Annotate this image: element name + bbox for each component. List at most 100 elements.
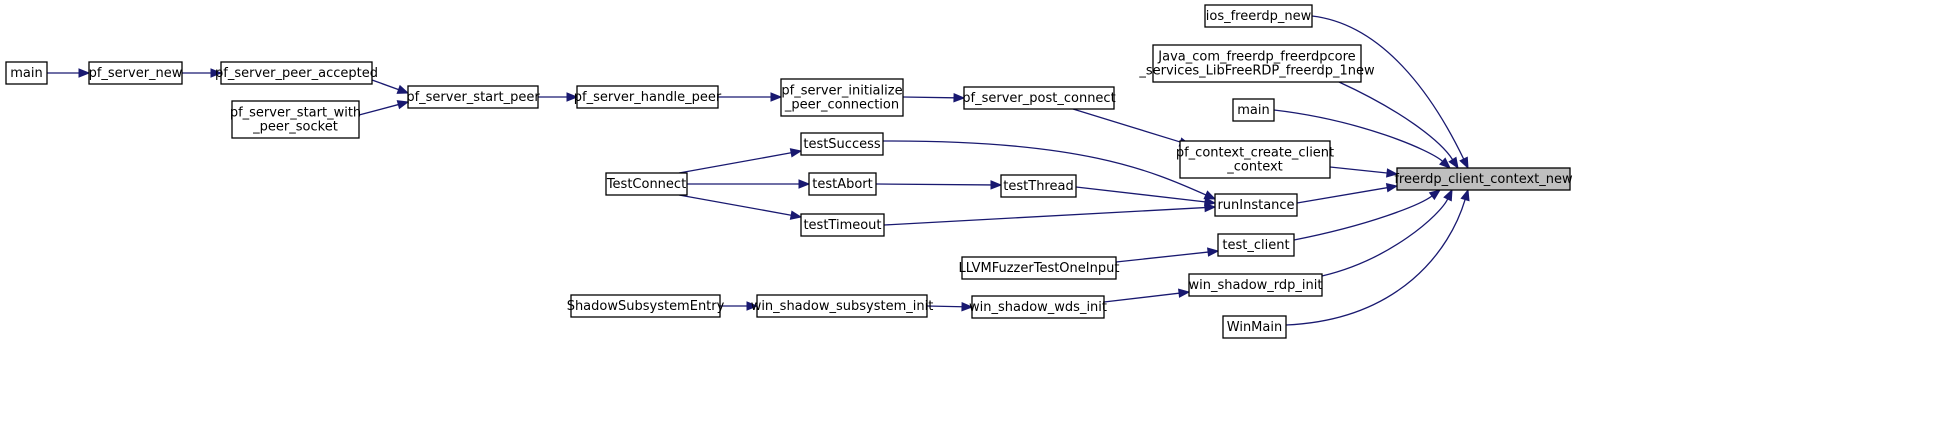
node-box <box>576 85 719 109</box>
node-testThread[interactable]: testThread <box>1000 174 1077 198</box>
node-box <box>220 61 373 85</box>
edge-line <box>1273 109 1444 162</box>
node-label: LLVMFuzzerTestOneInput <box>959 261 1120 276</box>
node-testAbort[interactable]: testAbort <box>808 172 877 196</box>
node-WinMain[interactable]: WinMain <box>1222 315 1287 339</box>
edge-win_shadow_subsystem_init-to-win_shadow_wds_init <box>926 302 974 312</box>
node-pf_server_handle_peer[interactable]: pf_server_handle_peer <box>574 85 722 109</box>
node-box <box>88 61 183 85</box>
edge-line <box>1285 199 1466 326</box>
node-testSuccess[interactable]: testSuccess <box>800 132 884 156</box>
node-pf_server_new[interactable]: pf_server_new <box>88 61 183 85</box>
node-win_shadow_subsystem_init[interactable]: win_shadow_subsystem_init <box>751 294 934 318</box>
edge-line <box>902 96 955 99</box>
node-box <box>1214 193 1298 217</box>
edge-runInstance-to-freerdp_client_context_new <box>1296 183 1399 204</box>
node-label: testAbort <box>812 177 873 192</box>
edge-pf_server_new-to-pf_server_peer_accepted <box>182 68 223 78</box>
node-win_shadow_wds_init[interactable]: win_shadow_wds_init <box>969 295 1107 319</box>
node-label: pf_context_create_client <box>1176 146 1334 161</box>
node-label: _services_LibFreeRDP_freerdp_1new <box>1138 64 1375 79</box>
node-box <box>1000 174 1077 198</box>
node-freerdp_client_context_new[interactable]: freerdp_client_context_new <box>1394 167 1573 191</box>
node-java_freerdp_new[interactable]: Java_com_freerdp_freerdpcore_services_Li… <box>1138 44 1375 83</box>
arrowhead-icon <box>396 84 410 94</box>
arrowhead-icon <box>1386 168 1399 178</box>
node-ios_freerdp_new[interactable]: ios_freerdp_new <box>1204 4 1313 28</box>
node-label: pf_server_post_connect <box>962 91 1115 106</box>
node-main_client[interactable]: main <box>1232 98 1275 122</box>
edge-line <box>1103 292 1180 303</box>
node-pf_server_start_peer[interactable]: pf_server_start_peer <box>406 85 540 109</box>
arrowhead-icon <box>789 148 803 158</box>
node-label: testSuccess <box>803 137 881 152</box>
edge-pf_server_start_with_peer_socket-to-pf_server_start_peer <box>358 100 410 116</box>
arrowhead-icon <box>798 179 811 189</box>
arrowhead-icon <box>770 92 783 102</box>
arrowhead-icon <box>396 100 410 110</box>
node-box <box>407 85 539 109</box>
edge-testTimeout-to-runInstance <box>883 202 1217 226</box>
node-label: win_shadow_rdp_init <box>1189 278 1323 293</box>
edge-java_freerdp_new-to-freerdp_client_context_new <box>1338 81 1459 170</box>
edge-LLVMFuzzerTestOneInput-to-test_client <box>1115 247 1220 263</box>
edge-line <box>1293 195 1433 241</box>
arrowhead-icon <box>1439 157 1452 169</box>
arrowhead-icon <box>1385 183 1399 193</box>
arrowhead-icon <box>961 302 974 312</box>
node-TestConnect[interactable]: TestConnect <box>605 172 688 196</box>
node-label: runInstance <box>1217 198 1294 213</box>
arrowhead-icon <box>1178 288 1191 298</box>
node-label: win_shadow_subsystem_init <box>751 299 934 314</box>
node-pf_server_peer_accepted[interactable]: pf_server_peer_accepted <box>215 61 378 85</box>
node-box <box>808 172 877 196</box>
edge-pf_server_peer_accepted-to-pf_server_start_peer <box>371 79 410 94</box>
node-box <box>1204 4 1313 28</box>
node-win_shadow_rdp_init[interactable]: win_shadow_rdp_init <box>1188 273 1323 297</box>
node-box <box>1396 167 1571 191</box>
edge-pf_server_handle_peer-to-pf_server_initialize_peer_connection <box>718 92 783 102</box>
node-box <box>971 295 1105 319</box>
edge-main_client-to-freerdp_client_context_new <box>1273 109 1452 169</box>
nodes-layer: main pf_server_new pf_server_peer_accepted… <box>5 4 1573 339</box>
edge-pf_server_initialize_peer_connection-to-pf_server_post_connect <box>902 93 966 103</box>
node-box <box>961 256 1117 280</box>
node-runInstance[interactable]: runInstance <box>1214 193 1298 217</box>
node-box <box>800 213 885 237</box>
node-label: TestConnect <box>606 177 686 192</box>
edge-line <box>358 103 399 116</box>
edge-win_shadow_rdp_init-to-freerdp_client_context_new <box>1321 188 1453 277</box>
node-box <box>1188 273 1323 297</box>
node-ShadowSubsystemEntry[interactable]: ShadowSubsystemEntry <box>567 294 725 318</box>
node-label: _peer_socket <box>252 120 338 135</box>
edge-ShadowSubsystemEntry-to-win_shadow_subsystem_init <box>720 301 759 311</box>
edge-line <box>678 152 792 174</box>
edge-TestConnect-to-testAbort <box>687 179 811 189</box>
node-label: pf_server_handle_peer <box>574 90 722 105</box>
edge-line <box>926 305 963 308</box>
node-box <box>1179 140 1331 179</box>
edge-line <box>883 206 1206 226</box>
arrowhead-icon <box>1207 247 1220 257</box>
node-LLVMFuzzerTestOneInput[interactable]: LLVMFuzzerTestOneInput <box>959 256 1120 280</box>
node-label: WinMain <box>1227 320 1282 335</box>
node-pf_server_post_connect[interactable]: pf_server_post_connect <box>962 86 1116 110</box>
node-test_client[interactable]: test_client <box>1217 233 1295 257</box>
node-pf_server_start_with_peer_socket[interactable]: pf_server_start_with_peer_socket <box>230 100 361 139</box>
node-pf_server_initialize_peer_connection[interactable]: pf_server_initialize_peer_connection <box>780 78 904 117</box>
node-main_pf[interactable]: main <box>5 61 48 85</box>
node-box <box>605 172 688 196</box>
node-pf_context_create_client_context[interactable]: pf_context_create_client_context <box>1176 140 1334 179</box>
edge-win_shadow_wds_init-to-win_shadow_rdp_init <box>1103 288 1191 303</box>
node-label: pf_server_start_with <box>230 106 361 121</box>
node-label: pf_server_peer_accepted <box>215 66 378 81</box>
node-label: main <box>1237 103 1269 118</box>
arrowhead-icon <box>1460 188 1470 202</box>
edge-line <box>875 183 992 186</box>
node-box <box>800 132 884 156</box>
edge-pf_server_post_connect-to-pf_context_create_client_context <box>1072 108 1192 147</box>
node-label: _peer_connection <box>784 98 899 113</box>
arrowhead-icon <box>1204 202 1217 213</box>
node-testTimeout[interactable]: testTimeout <box>800 213 885 237</box>
